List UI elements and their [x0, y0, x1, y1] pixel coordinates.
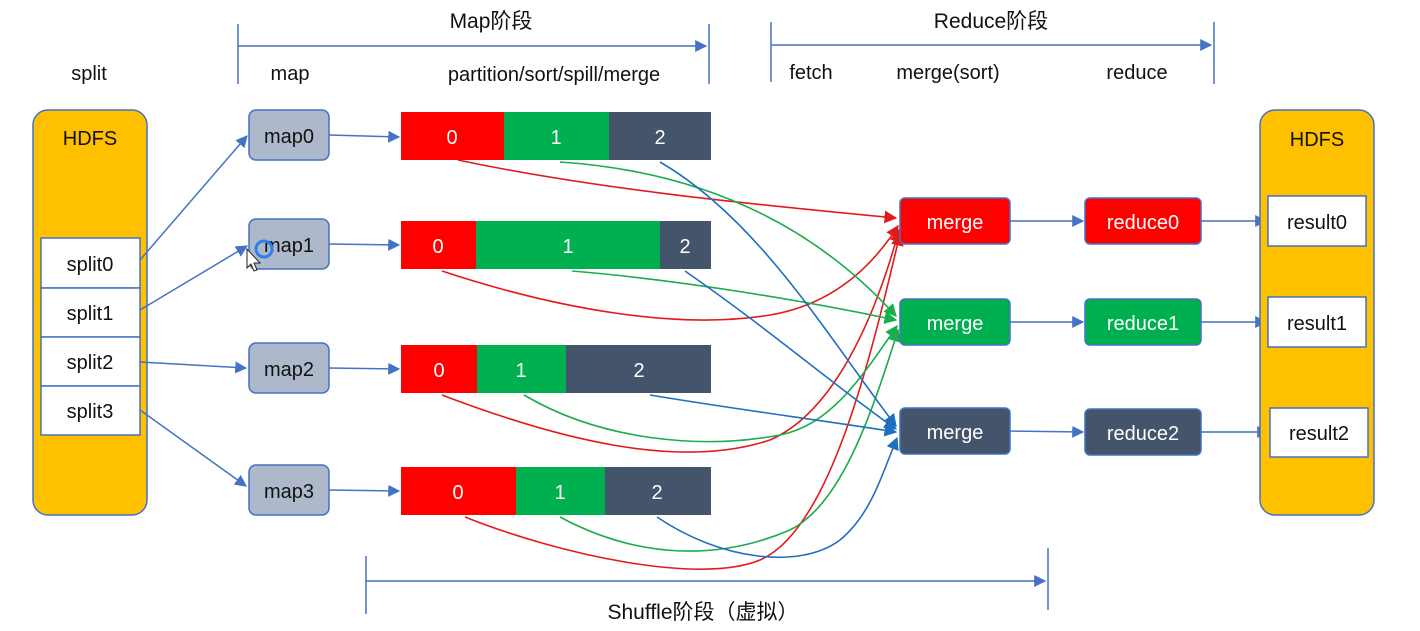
split-label: split0 — [67, 254, 114, 276]
partition-bar-3: 0 1 2 — [401, 467, 711, 515]
map-label: map2 — [264, 359, 314, 381]
partition-label: 1 — [562, 236, 573, 258]
map-to-partition-arrows — [328, 130, 401, 497]
map-box-1: map1 — [248, 218, 330, 270]
column-label-reduce: reduce — [1106, 62, 1167, 84]
partition-segment-1 — [476, 221, 660, 269]
reduce-label: reduce0 — [1107, 212, 1179, 234]
result-label: result2 — [1289, 423, 1349, 445]
partition-label: 0 — [432, 236, 443, 258]
partition-segment-1 — [477, 345, 566, 393]
map-label: map3 — [264, 481, 314, 503]
column-label-split: split — [71, 63, 107, 85]
merge-label: merge — [927, 212, 984, 234]
partition-label: 2 — [633, 360, 644, 382]
partition-bar-2: 0 1 2 — [401, 345, 711, 393]
partition-label: 1 — [515, 360, 526, 382]
column-label-fetch: fetch — [789, 62, 832, 84]
result-box-2: result2 — [1269, 407, 1369, 458]
hdfs-left-title: HDFS — [63, 128, 117, 150]
column-label-map: map — [271, 63, 310, 85]
merge-box-1: merge — [899, 298, 1011, 346]
merge-box-2: merge — [899, 407, 1011, 455]
partition-segment-1 — [516, 467, 605, 515]
split-label: split1 — [67, 303, 114, 325]
merge-label: merge — [927, 422, 984, 444]
map-box-2: map2 — [248, 342, 330, 394]
map-label: map1 — [264, 235, 314, 257]
merge-box-0: merge — [899, 197, 1011, 245]
partition-label: 1 — [554, 482, 565, 504]
map-label: map0 — [264, 126, 314, 148]
partition-segment-1 — [504, 112, 609, 160]
reduce-label: reduce1 — [1107, 313, 1179, 335]
reduce-to-result-arrows — [1201, 215, 1270, 438]
reduce-box-2: reduce2 — [1084, 408, 1202, 456]
partition-label: 1 — [550, 127, 561, 149]
partition-bar-0: 0 1 2 — [401, 112, 711, 160]
partition-label: 2 — [651, 482, 662, 504]
merge-label: merge — [927, 313, 984, 335]
split-label: split3 — [67, 401, 114, 423]
split-to-map-arrows — [139, 135, 249, 487]
split-box-1: split1 — [40, 287, 141, 338]
partition-label: 0 — [433, 360, 444, 382]
hdfs-right-title: HDFS — [1290, 129, 1344, 151]
partition-segment-0 — [401, 345, 477, 393]
map-box-0: map0 — [248, 109, 330, 161]
map-box-3: map3 — [248, 464, 330, 516]
split-box-0: split0 — [40, 237, 141, 289]
partition-segment-2 — [605, 467, 711, 515]
reduce-phase-title: Reduce阶段 — [934, 10, 1048, 33]
mouse-cursor-icon — [246, 239, 274, 272]
shuffle-phase-title: Shuffle阶段（虚拟） — [608, 601, 799, 624]
result-label: result0 — [1287, 212, 1347, 234]
hdfs-left: HDFS split0 split1 split2 split3 — [32, 109, 148, 516]
split-label: split2 — [67, 352, 114, 374]
partition-segment-2 — [609, 112, 711, 160]
partition-segment-0 — [401, 112, 504, 160]
reduce-box-0: reduce0 — [1084, 197, 1202, 245]
partition-segment-0 — [401, 467, 516, 515]
split-box-3: split3 — [40, 385, 141, 436]
split-box-2: split2 — [40, 336, 141, 387]
partition-segment-2 — [660, 221, 711, 269]
map-phase-header: Map阶段 — [237, 10, 710, 84]
hdfs-right: HDFS result0 result1 result2 — [1259, 109, 1375, 516]
column-label-partition: partition/sort/spill/merge — [448, 64, 660, 86]
result-box-1: result1 — [1267, 296, 1367, 348]
partition-label: 2 — [679, 236, 690, 258]
merge-to-reduce-arrows — [1009, 215, 1085, 438]
partition-label: 2 — [654, 127, 665, 149]
partition-label: 0 — [446, 127, 457, 149]
partition-bar-1: 0 1 2 — [401, 221, 711, 269]
partition-segment-0 — [401, 221, 476, 269]
reduce-phase-header: Reduce阶段 — [770, 10, 1215, 84]
reduce-label: reduce2 — [1107, 423, 1179, 445]
shuffle-phase-footer: Shuffle阶段（虚拟） — [365, 548, 1049, 624]
column-label-merge-sort: merge(sort) — [896, 62, 999, 84]
partition-segment-2 — [566, 345, 711, 393]
result-box-0: result0 — [1267, 195, 1367, 247]
map-phase-title: Map阶段 — [450, 10, 533, 33]
reduce-box-1: reduce1 — [1084, 298, 1202, 346]
partition-label: 0 — [452, 482, 463, 504]
result-label: result1 — [1287, 313, 1347, 335]
shuffle-curves — [441, 159, 904, 570]
